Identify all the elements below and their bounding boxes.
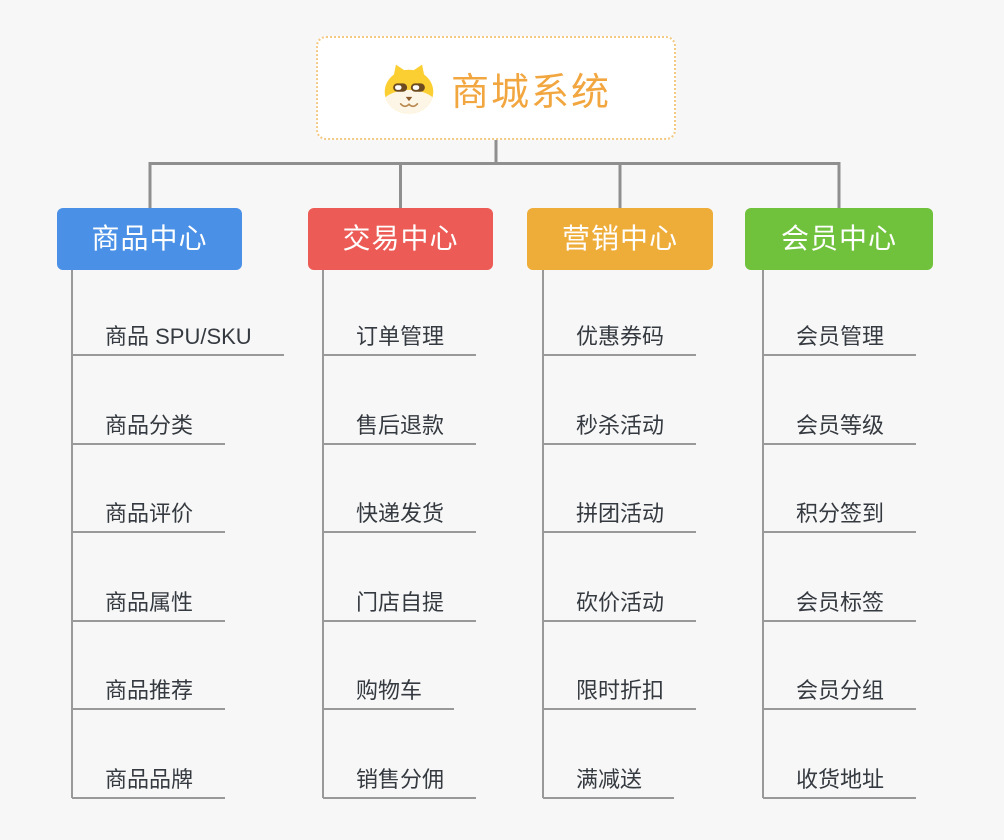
leaf-item[interactable]: 购物车: [323, 676, 455, 710]
root-title: 商城系统: [450, 71, 611, 114]
leaf-item[interactable]: 门店自提: [323, 588, 477, 622]
leaf-item[interactable]: 商品品牌: [72, 765, 226, 799]
leaf-item[interactable]: 快递发货: [323, 499, 477, 533]
leaf-item[interactable]: 会员标签: [763, 588, 917, 622]
leaf-item[interactable]: 订单管理: [323, 322, 477, 356]
leaf-item[interactable]: 会员管理: [763, 322, 917, 356]
branch-header-goods[interactable]: 商品中心: [57, 208, 242, 270]
leaf-item[interactable]: 积分签到: [763, 499, 917, 533]
leaf-item[interactable]: 销售分佣: [323, 765, 477, 799]
shiba-nose: [405, 96, 413, 102]
branch-label: 会员中心: [780, 223, 897, 254]
leaf-item[interactable]: 商品推荐: [72, 676, 226, 710]
leaf-item[interactable]: 售后退款: [323, 411, 477, 445]
leaf-item[interactable]: 优惠券码: [543, 322, 697, 356]
shiba-mouth: [399, 103, 419, 108]
shiba-eye-left-highlight: [394, 85, 402, 90]
branch-label: 商品中心: [91, 223, 208, 254]
branch-header-marketing[interactable]: 营销中心: [527, 208, 713, 270]
branch-header-member[interactable]: 会员中心: [745, 208, 933, 270]
branch-label: 营销中心: [561, 223, 678, 254]
leaf-item[interactable]: 会员分组: [763, 676, 917, 710]
leaf-item[interactable]: 限时折扣: [543, 676, 697, 710]
leaf-item[interactable]: 砍价活动: [543, 588, 697, 622]
leaf-item[interactable]: 商品 SPU/SKU: [72, 322, 284, 356]
leaf-item[interactable]: 收货地址: [763, 765, 917, 799]
branch-header-trade[interactable]: 交易中心: [308, 208, 493, 270]
shiba-muzzle: [384, 89, 434, 114]
leaf-item[interactable]: 商品评价: [72, 499, 226, 533]
leaf-item[interactable]: 拼团活动: [543, 499, 697, 533]
root-node[interactable]: 商城系统: [316, 36, 676, 140]
leaf-item[interactable]: 秒杀活动: [543, 411, 697, 445]
leaf-item[interactable]: 商品分类: [72, 411, 226, 445]
leaf-item[interactable]: 会员等级: [763, 411, 917, 445]
branch-label: 交易中心: [342, 223, 459, 254]
shiba-eye-right-highlight: [412, 85, 420, 90]
shiba-dog-icon: [384, 64, 434, 114]
leaf-item[interactable]: 商品属性: [72, 588, 226, 622]
leaf-item[interactable]: 满减送: [543, 765, 675, 799]
